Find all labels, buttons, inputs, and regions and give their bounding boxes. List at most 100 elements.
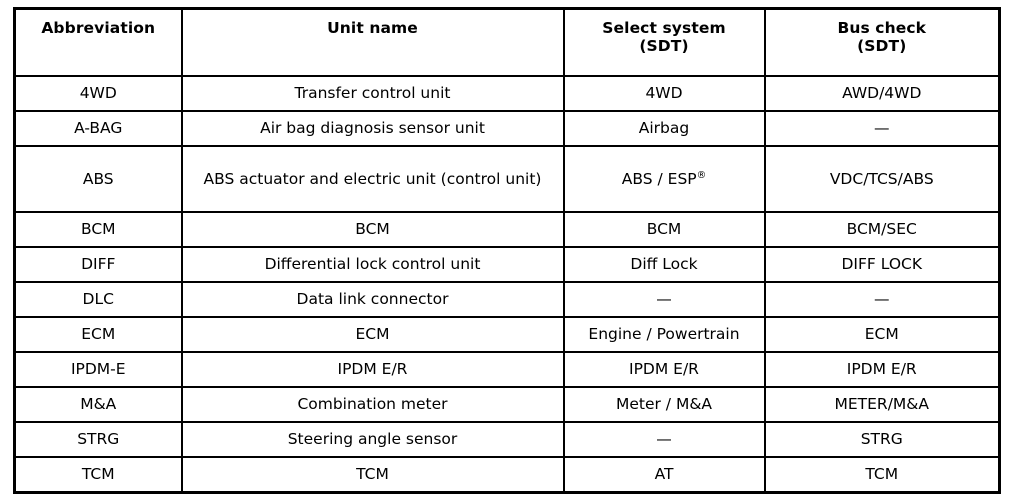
cell-bus-check-text: VDC/TCS/ABS <box>829 169 934 188</box>
cell-select-system: IPDM E/R <box>562 351 766 388</box>
cell-unit-name: Differential lock control unit <box>180 246 565 283</box>
cell-abbreviation-text: M&A <box>80 395 117 414</box>
cell-unit-name-text: TCM <box>356 465 389 484</box>
cell-abbreviation-text: ECM <box>81 325 116 344</box>
column-header-select-system-line-1: Select system <box>602 19 726 37</box>
cell-abbreviation-text: A-BAG <box>74 119 123 138</box>
cell-select-system: 4WD <box>562 75 766 112</box>
cell-bus-check-text: — <box>874 290 890 309</box>
cell-unit-name-text: Combination meter <box>297 395 448 414</box>
cell-bus-check-text: IPDM E/R <box>846 360 917 379</box>
table-row: TCM TCM AT TCM <box>13 456 1001 494</box>
cell-bus-check: TCM <box>763 456 1001 494</box>
cell-abbreviation: TCM <box>13 456 183 494</box>
column-header-unit-name: Unit name <box>180 7 565 77</box>
cell-abbreviation-text: 4WD <box>79 84 117 103</box>
cell-bus-check-text: BCM/SEC <box>846 220 917 239</box>
table-row: IPDM-E IPDM E/R IPDM E/R IPDM E/R <box>13 351 1001 388</box>
cell-bus-check: — <box>763 281 1001 318</box>
table-header: Abbreviation Unit name Select system (SD… <box>13 7 1001 77</box>
cell-unit-name-text: Differential lock control unit <box>264 255 481 274</box>
table-row: DLC Data link connector — — <box>13 281 1001 318</box>
cell-unit-name-text: IPDM E/R <box>337 360 408 379</box>
cell-bus-check: DIFF LOCK <box>763 246 1001 283</box>
table-row: ECM ECM Engine / Powertrain ECM <box>13 316 1001 353</box>
cell-unit-name-text: Air bag diagnosis sensor unit <box>260 119 485 138</box>
cell-select-system: AT <box>562 456 766 494</box>
cell-abbreviation: DIFF <box>13 246 183 283</box>
cell-select-system-text: ABS / ESP® <box>621 169 707 188</box>
column-header-select-system: Select system (SDT) <box>562 7 766 77</box>
column-header-bus-check-line-1: Bus check <box>837 19 927 37</box>
cell-bus-check-text: ECM <box>864 325 899 344</box>
cell-unit-name-text: ABS actuator and electric unit (control … <box>203 169 542 188</box>
cell-abbreviation: IPDM-E <box>13 351 183 388</box>
cell-abbreviation-text: BCM <box>80 220 116 239</box>
cell-abbreviation: DLC <box>13 281 183 318</box>
cell-bus-check: IPDM E/R <box>763 351 1001 388</box>
registered-trademark-icon: ® <box>696 169 707 181</box>
cell-unit-name: Combination meter <box>180 386 565 423</box>
cell-select-system: Diff Lock <box>562 246 766 283</box>
cell-unit-name: Transfer control unit <box>180 75 565 112</box>
cell-unit-name: Data link connector <box>180 281 565 318</box>
cell-bus-check-text: METER/M&A <box>834 395 929 414</box>
column-header-bus-check-line-2: (SDT) <box>857 37 907 56</box>
cell-unit-name: Air bag diagnosis sensor unit <box>180 110 565 147</box>
cell-abbreviation-text: DLC <box>82 290 114 309</box>
cell-select-system-text: AT <box>654 465 674 484</box>
cell-abbreviation-text: TCM <box>81 465 115 484</box>
column-header-abbreviation: Abbreviation <box>13 7 183 77</box>
column-header-unit-name-line-1: Unit name <box>327 19 418 37</box>
cell-select-system-text: Diff Lock <box>630 255 698 274</box>
cell-unit-name-text: Transfer control unit <box>294 84 451 103</box>
cell-bus-check-text: — <box>874 119 890 138</box>
table-row: BCM BCM BCM BCM/SEC <box>13 211 1001 248</box>
cell-abbreviation: BCM <box>13 211 183 248</box>
cell-select-system: — <box>562 281 766 318</box>
cell-bus-check: BCM/SEC <box>763 211 1001 248</box>
cell-unit-name-text: Data link connector <box>296 290 449 309</box>
cell-select-system-text: Engine / Powertrain <box>588 325 740 344</box>
cell-abbreviation-text: ABS <box>82 169 114 188</box>
table-row: 4WD Transfer control unit 4WD AWD/4WD <box>13 75 1001 112</box>
unit-abbreviation-table: Abbreviation Unit name Select system (SD… <box>13 7 1001 494</box>
table-header-row: Abbreviation Unit name Select system (SD… <box>13 7 1001 77</box>
cell-bus-check: VDC/TCS/ABS <box>763 145 1001 213</box>
table-row: A-BAG Air bag diagnosis sensor unit Airbag… <box>13 110 1001 147</box>
cell-select-system-text: Airbag <box>638 119 690 138</box>
cell-bus-check: — <box>763 110 1001 147</box>
cell-select-system-text: 4WD <box>645 84 683 103</box>
cell-bus-check-text: TCM <box>865 465 899 484</box>
cell-select-system-text: Meter / M&A <box>615 395 713 414</box>
cell-bus-check: AWD/4WD <box>763 75 1001 112</box>
column-header-bus-check: Bus check (SDT) <box>763 7 1001 77</box>
unit-abbreviation-table-container: Abbreviation Unit name Select system (SD… <box>13 7 1001 494</box>
column-header-select-system-line-2: (SDT) <box>639 37 689 56</box>
column-header-abbreviation-line-1: Abbreviation <box>41 19 156 37</box>
cell-abbreviation-text: DIFF <box>81 255 116 274</box>
cell-unit-name: TCM <box>180 456 565 494</box>
cell-abbreviation: ABS <box>13 145 183 213</box>
cell-abbreviation: M&A <box>13 386 183 423</box>
cell-bus-check-text: DIFF LOCK <box>841 255 923 274</box>
cell-select-system: Meter / M&A <box>562 386 766 423</box>
cell-unit-name-text: BCM <box>355 220 390 239</box>
cell-abbreviation: A-BAG <box>13 110 183 147</box>
cell-abbreviation: ECM <box>13 316 183 353</box>
cell-select-system-text: IPDM E/R <box>629 360 699 379</box>
cell-unit-name: ECM <box>180 316 565 353</box>
cell-unit-name: IPDM E/R <box>180 351 565 388</box>
cell-unit-name-text: ECM <box>355 325 390 344</box>
cell-select-system-text: BCM <box>646 220 682 239</box>
cell-bus-check-text: AWD/4WD <box>842 84 922 103</box>
cell-unit-name: ABS actuator and electric unit (control … <box>180 145 565 213</box>
cell-select-system: Engine / Powertrain <box>562 316 766 353</box>
table-row: ABS ABS actuator and electric unit (contr… <box>13 145 1001 213</box>
cell-unit-name: BCM <box>180 211 565 248</box>
cell-select-system-text: — <box>656 290 672 309</box>
cell-bus-check: METER/M&A <box>763 386 1001 423</box>
cell-select-system: ABS / ESP® <box>562 145 766 213</box>
cell-select-system: Airbag <box>562 110 766 147</box>
